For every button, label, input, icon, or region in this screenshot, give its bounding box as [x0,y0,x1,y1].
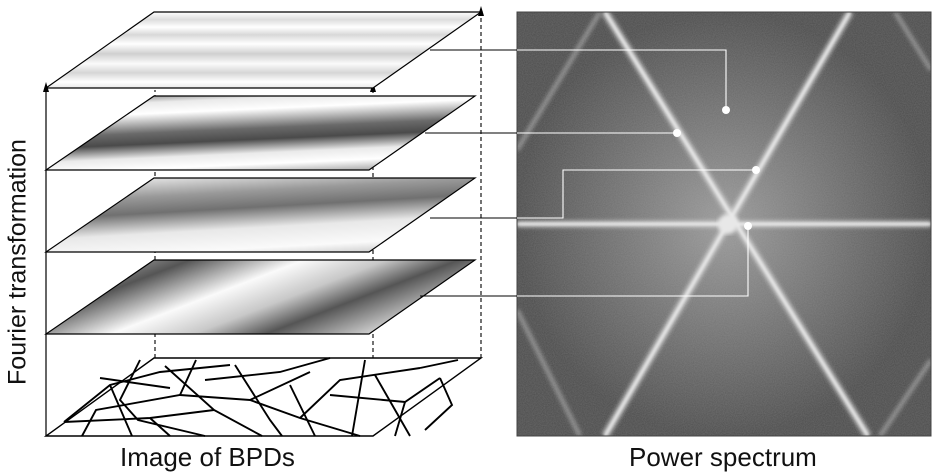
layer-oblique-coarse [44,259,477,335]
right-caption: Power spectrum [629,442,817,472]
layer-oblique-medium [44,177,477,253]
layer-oblique-fine [44,95,477,171]
axis-arrowhead [43,82,49,92]
layer-stack [43,6,484,437]
layer-horizontal-stripes [44,11,483,89]
power-spectrum [517,12,931,436]
marker-4 [744,222,752,230]
connectors [420,49,756,297]
axis-label: Fourier transformation [3,139,32,385]
marker-2 [673,129,681,137]
left-caption: Image of BPDs [120,442,295,472]
marker-1 [722,106,730,114]
layer-dislocation-network [43,357,484,437]
marker-3 [752,166,760,174]
spectrum-markers [673,106,760,230]
